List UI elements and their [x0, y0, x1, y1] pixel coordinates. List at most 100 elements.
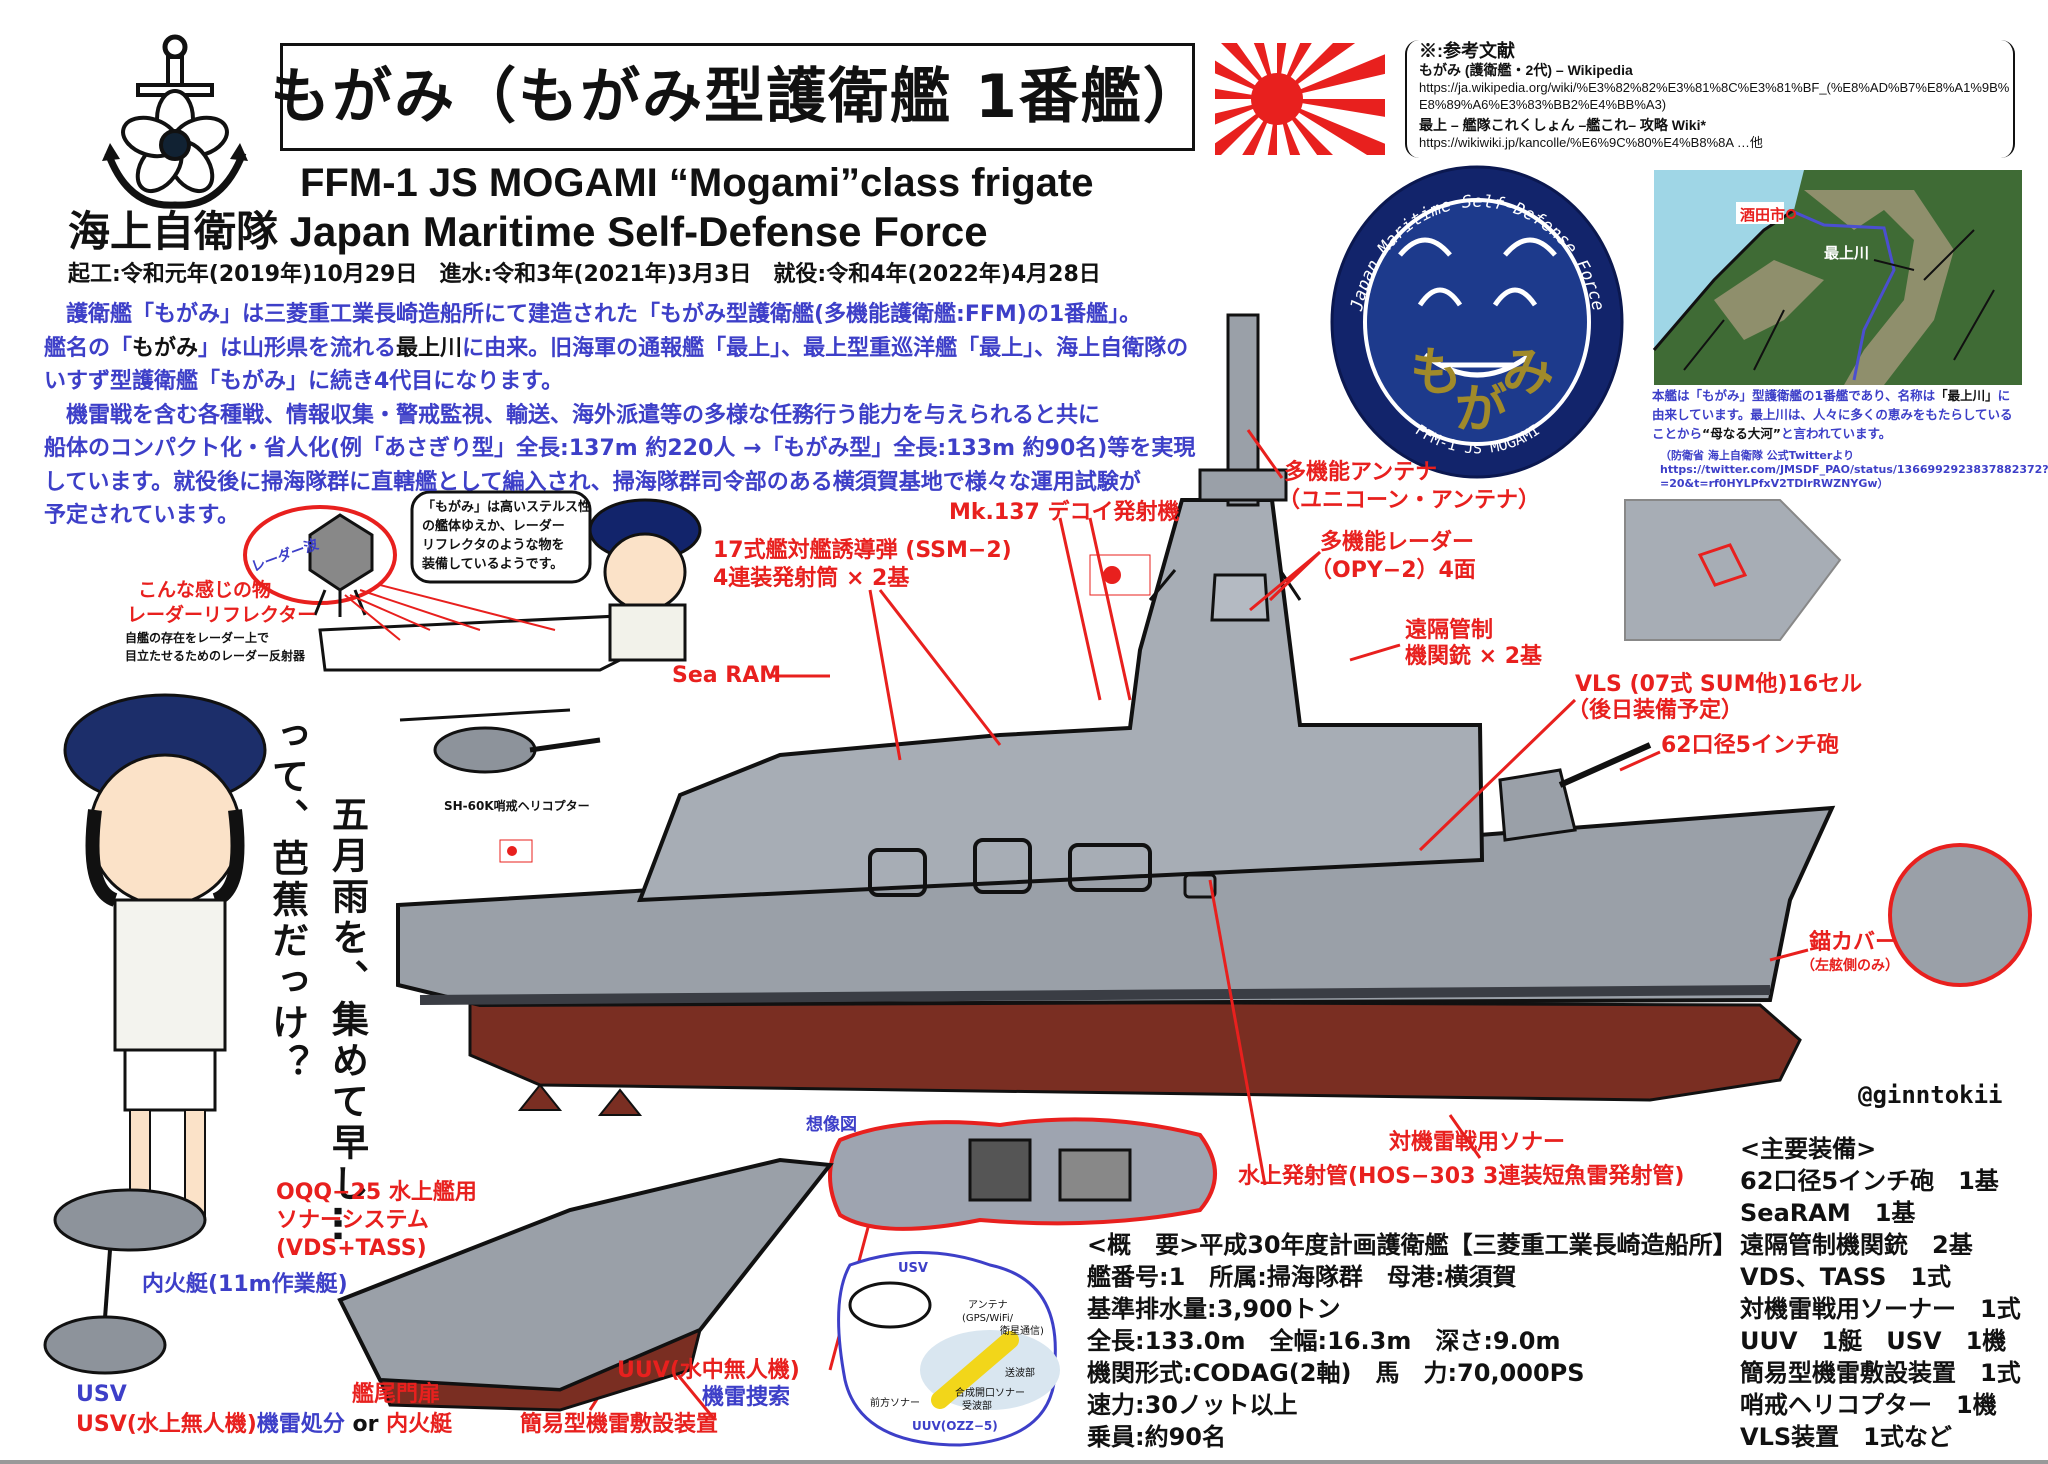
references-heading: ※:参考文献	[1419, 41, 1515, 61]
text: 内火艇	[386, 1412, 453, 1437]
overview-line: 速力:30ノット以上	[1087, 1391, 1298, 1419]
references-box: ※:参考文献 もがみ (護衛艦・2代) – Wikipedia https://…	[1405, 40, 2015, 158]
reflector-label: こんな感じの物	[138, 579, 272, 601]
label-mine-sonar: 対機雷戦用ソナー	[1389, 1130, 1566, 1155]
text: （防衛省 海上自衛隊 公式Twitterより	[1660, 449, 1855, 462]
milestone-dates: 起工:令和元年(2019年)10月29日 進水:令和3年(2021年)3月3日 …	[68, 262, 1101, 287]
map-label-river: 最上川	[1824, 244, 1869, 262]
overview-line: 機関形式:CODAG(2軸) 馬 力:70,000PS	[1087, 1359, 1585, 1387]
author-handle: @ginntokii	[1858, 1081, 2003, 1109]
text: or	[344, 1412, 387, 1437]
reference-url[interactable]: https://ja.wikipedia.org/wiki/%E3%82%82%…	[1419, 80, 2010, 95]
haiku-line: 五月雨を、集めて早し…	[325, 795, 369, 1246]
reference-url[interactable]: E8%89%A6%E3%83%BB2%E4%BB%A3)	[1419, 97, 1667, 112]
reflector-note: 目立たせるためのレーダー反射器	[125, 649, 306, 663]
emblem-name-char: み	[1502, 343, 1554, 403]
main-gun	[1498, 768, 1577, 842]
reflector-label: レーダーリフレクター	[127, 604, 317, 626]
reference-title: 最上 – 艦隊これくしょん –艦これ– 攻略 Wiki*	[1419, 117, 1706, 133]
map-caption: 本艦は「もがみ」型護衛艦の1番艦であり、名称は「最上川」に 由来しています。最上…	[1652, 386, 2013, 443]
overview-line: 全長:133.0m 全幅:16.3m 深さ:9.0m	[1087, 1327, 1561, 1355]
uuv-bubble-label: 合成開口ソナー	[955, 1388, 1025, 1399]
ship-emblem: Japan Maritime Self-Defense Force FFM-1 …	[1330, 165, 1624, 479]
citation-url[interactable]: https://twitter.com/JMSDF_PAO/status/136…	[1660, 463, 2048, 476]
helicopter-icon	[399, 708, 601, 774]
label-anchor-cover-note: （左舷側のみ）	[1801, 958, 1899, 974]
text: の艦体ゆえか、レーダー	[422, 519, 565, 534]
rising-sun-flag-icon	[1215, 43, 1385, 155]
label-anchor-cover: 錨カバー	[1809, 930, 1898, 955]
uuv-bubble-label: USV	[898, 1261, 928, 1276]
bottom-border	[0, 1460, 2048, 1464]
equipment-item: 遠隔管制機関銃 2基	[1740, 1231, 1973, 1259]
text: ことから	[1652, 426, 1703, 441]
text: USV(水上無人機)	[76, 1412, 257, 1437]
equipment-item: VLS装置 1式など	[1740, 1423, 1952, 1451]
workboat-icon	[53, 1188, 207, 1252]
equipment-heading: <主要装備>	[1740, 1135, 1877, 1163]
text: 」は山形県を流れる	[198, 335, 397, 361]
helicopter-label: SH-60K哨戒ヘリコプター	[444, 799, 590, 813]
text-emphasis: もがみ	[132, 335, 199, 361]
page-title: もがみ（もがみ型護衛艦 1番艦）	[270, 43, 1203, 151]
label-searam: Sea RAM	[672, 663, 782, 688]
emblem-name-char: も	[1410, 343, 1462, 403]
subtitle-english: FFM-1 JS MOGAMI “Mogami”class frigate	[300, 161, 1094, 205]
reference-url[interactable]: https://wikiwiki.jp/kancolle/%E6%9C%80%E…	[1419, 135, 1763, 150]
equipment-item: 哨戒ヘリコプター 1機	[1740, 1391, 1997, 1419]
jmsdf-anchor-logo-icon	[102, 34, 248, 209]
overview-heading: <概 要>平成30年度計画護衛艦【三菱重工業長崎造船所】	[1087, 1231, 1737, 1259]
equipment-item: 簡易型機雷敷設装置 1式	[1740, 1359, 2021, 1387]
text: に由来。旧海軍の通報艦「最上」、最上型重巡洋艦「最上」、海上自衛隊の	[462, 335, 1189, 361]
label-uuv: UUV(水中無人機)	[617, 1358, 800, 1383]
reference-title: もがみ (護衛艦・2代) – Wikipedia	[1419, 62, 1633, 78]
reflector-note: 自艦の存在をレーダー上で	[125, 631, 270, 645]
label-minelayer: 簡易型機雷敷設装置	[520, 1412, 719, 1437]
text: 由来しています。最上川は、人々に多くの恵みをもたらしている	[1652, 407, 2013, 422]
equipment-item: VDS、TASS 1式	[1740, 1263, 1952, 1291]
text-emphasis: 「最上川」	[1935, 388, 1998, 403]
label-vds-tass: OQQ−25 水上艦用	[276, 1180, 477, 1205]
flag-ray	[1277, 54, 1385, 99]
label-torpedo-tubes: 水上発射管(HOS−303 3連装短魚雷発射管)	[1238, 1164, 1685, 1189]
hull-bottom	[468, 998, 1802, 1102]
usv-icon	[43, 1315, 167, 1375]
equipment-item: 対機雷戦用ソーナー 1式	[1740, 1295, 2021, 1323]
label-machine-gun: 遠隔管制	[1405, 618, 1494, 643]
uuv-bubble-label: 前方ソナー	[870, 1398, 920, 1409]
label-ssm: 17式艦対艦誘導弾 (SSM−2)	[713, 538, 1012, 563]
map-citation: （防衛省 海上自衛隊 公式Twitterより https://twitter.c…	[1660, 449, 2048, 491]
organization-title: 海上自衛隊 Japan Maritime Self-Defense Force	[68, 208, 988, 255]
emblem-name-char: が	[1455, 380, 1507, 440]
label-imagined: 想像図	[806, 1115, 857, 1135]
label-vds-tass: (VDS+TASS)	[276, 1236, 427, 1261]
flag-ray	[1277, 99, 1385, 155]
character-officer-avatar	[588, 498, 702, 662]
citation-url[interactable]: =20&t=rf0HYLPfxV2TDlrRWZNYGw）	[1660, 477, 1889, 490]
label-usv-role: USV(水上無人機)機雷処分 or 内火艇	[76, 1412, 452, 1437]
label-machine-gun: 機関銃 × 2基	[1405, 644, 1543, 669]
speech-bubble: 「もがみ」は高いステルス性 の艦体ゆえか、レーダー リフレクタのような物を 装備…	[422, 498, 591, 574]
description-line: しています。就役後に掃海隊群に直轄艦として編入され、掃海隊群司令部のある横須賀基…	[44, 469, 1141, 495]
label-antenna: （ユニコーン・アンテナ）	[1278, 488, 1541, 513]
overview-line: 乗員:約90名	[1087, 1423, 1226, 1451]
label-gun: 62口径5インチ砲	[1661, 733, 1839, 758]
uuv-icon	[931, 1331, 1019, 1409]
overview-line: 艦番号:1 所属:掃海隊群 母港:横須賀	[1087, 1263, 1517, 1291]
uuv-bubble-label: アンテナ	[968, 1300, 1008, 1311]
text: と言われています。	[1780, 426, 1892, 441]
description-line: 船体のコンパクト化・省人化(例「あさぎり型」全長:137m 約220人 →「もが…	[44, 436, 1196, 461]
label-usv: USV	[76, 1382, 127, 1407]
description-line: 予定されています。	[44, 503, 240, 528]
text-emphasis: “母なる大河”	[1702, 426, 1781, 441]
equipment-item: SeaRAM 1基	[1740, 1199, 1916, 1227]
label-ssm: 4連装発射筒 × 2基	[713, 566, 910, 591]
flag-ray	[1277, 43, 1287, 99]
map-label-city: 酒田市	[1740, 206, 1785, 224]
text: 本艦は「もがみ」型護衛艦の1番艦であり、名称は	[1652, 388, 1936, 403]
label-vls: （後日装備予定）	[1567, 698, 1744, 723]
description: 護衛艦「もがみ」は三菱重工業長崎造船所にて建造された「もがみ型護衛艦(多機能護衛…	[44, 298, 1195, 533]
uuv-bubble-label: 衛星通信)	[1000, 1326, 1044, 1337]
label-vds-tass: ソナーシステム	[276, 1208, 429, 1233]
